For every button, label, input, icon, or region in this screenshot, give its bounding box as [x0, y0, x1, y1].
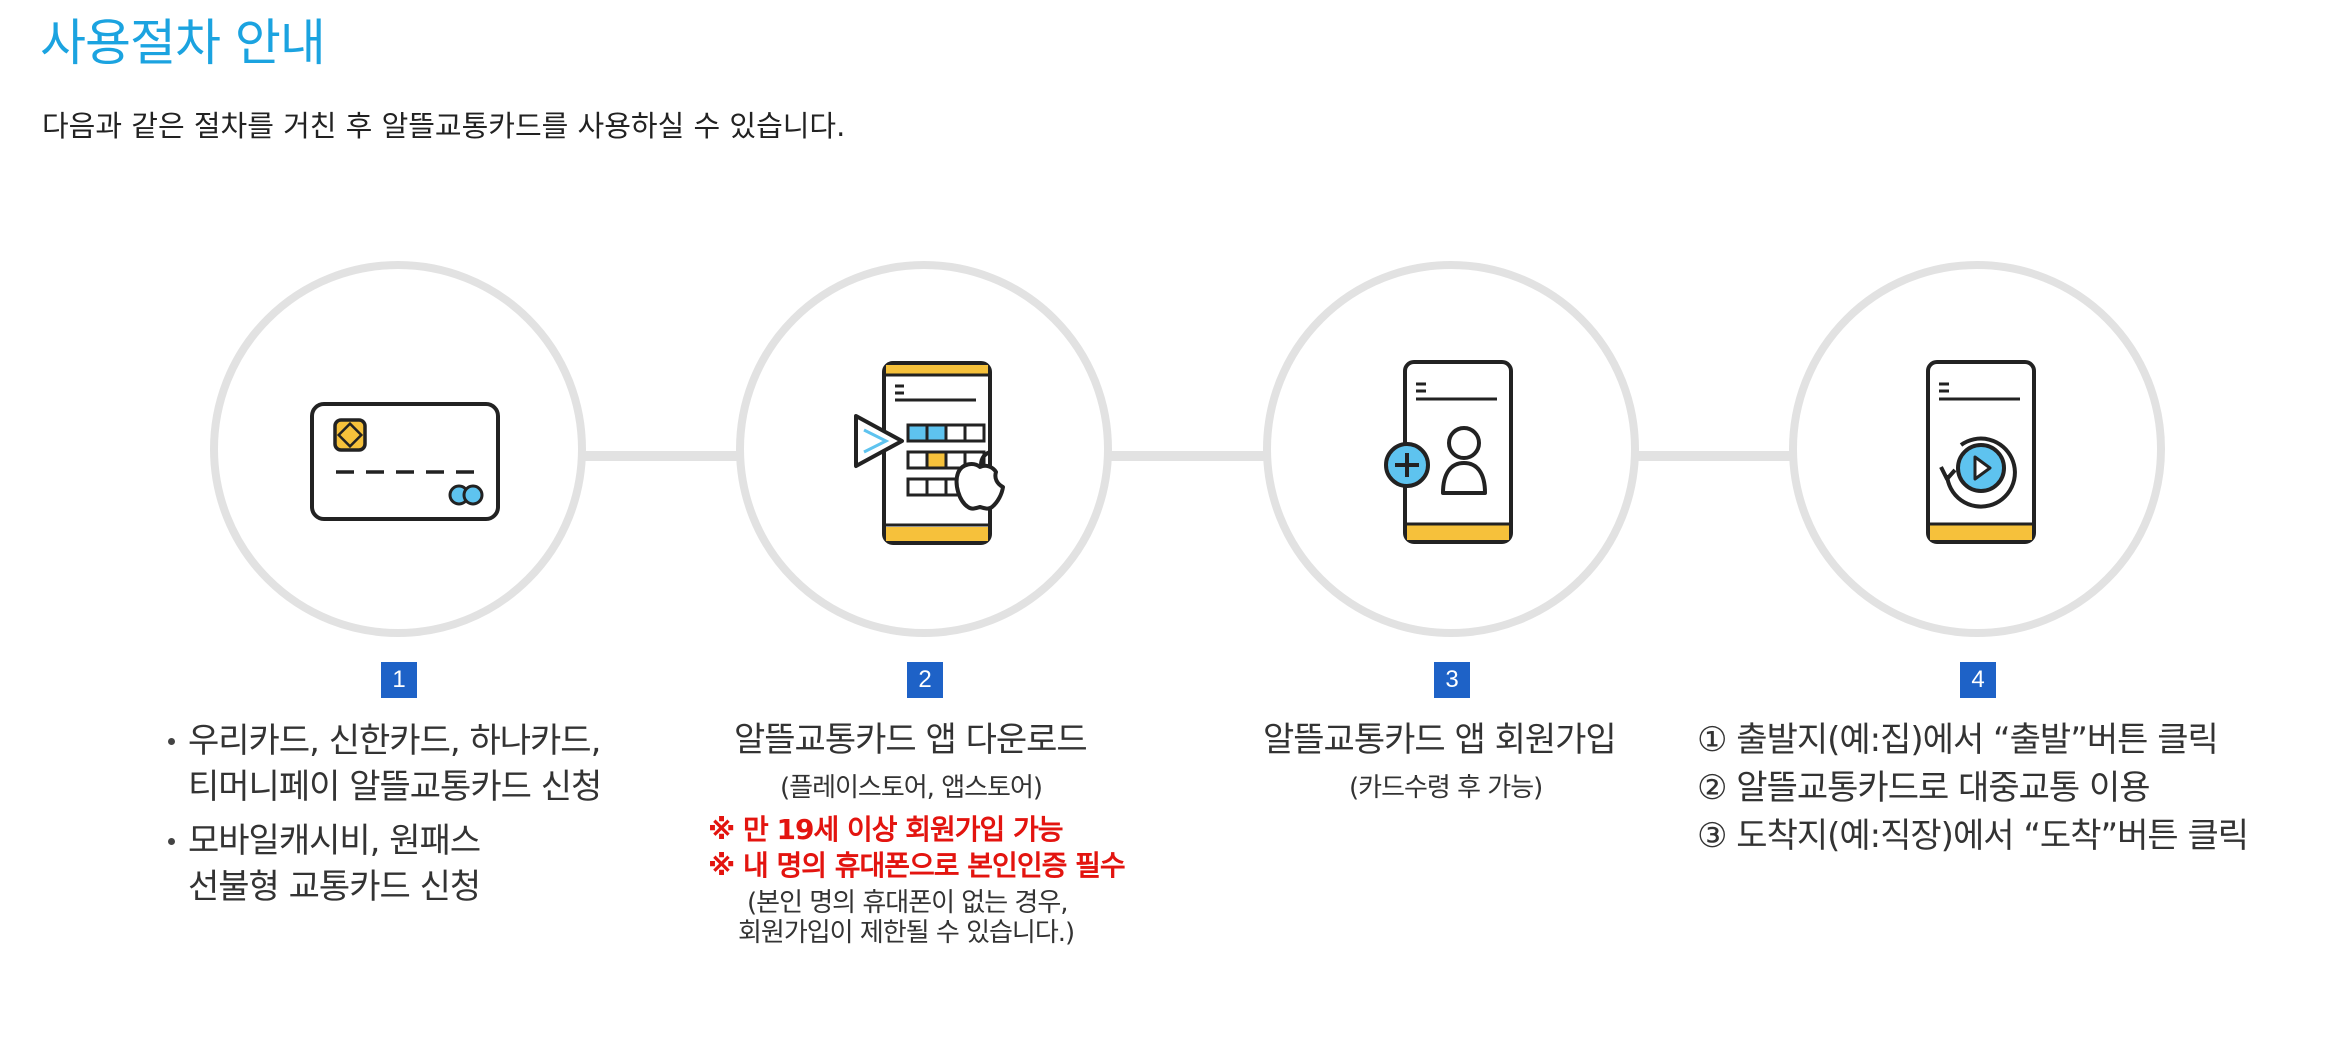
credit-card-icon — [310, 402, 500, 521]
bullet-dot — [168, 738, 175, 745]
step-4-line-3: ③ 도착지(예:직장)에서 “도착”버튼 클릭 — [1697, 816, 2249, 856]
step-2-title: 알뜰교통카드 앱 다운로드 — [734, 720, 1088, 760]
page-description: 다음과 같은 절차를 거친 후 알뜰교통카드를 사용하실 수 있습니다. — [42, 109, 846, 143]
step-3-subtitle: (카드수령 후 가능) — [1349, 773, 1543, 803]
step-connector — [1633, 451, 1797, 461]
step-1-bullet-1-line-2: 티머니페이 알뜰교통카드 신청 — [188, 767, 602, 807]
step-4-line-1: ① 출발지(예:집)에서 “출발”버튼 클릭 — [1697, 720, 2219, 760]
step-2-number-badge: 2 — [907, 662, 943, 698]
step-4-number-badge: 4 — [1960, 662, 1996, 698]
step-4-line-2: ② 알뜰교통카드로 대중교통 이용 — [1697, 768, 2151, 808]
step-connector — [580, 451, 744, 461]
bullet-dot — [168, 838, 175, 845]
step-1-circle — [210, 261, 586, 637]
step-3-number-badge: 3 — [1434, 662, 1470, 698]
step-1-number-badge: 1 — [381, 662, 417, 698]
step-1-bullet-1-line-1: 우리카드, 신한카드, 하나카드, — [188, 721, 601, 761]
step-2-notice-identity: ※ 내 명의 휴대폰으로 본인인증 필수 — [708, 849, 1126, 882]
step-1-bullet-2-line-1: 모바일캐시비, 원패스 — [188, 821, 481, 861]
step-connector — [1107, 451, 1271, 461]
app-download-icon — [854, 361, 1005, 545]
step-1-bullet-2-line-2: 선불형 교통카드 신청 — [188, 867, 481, 907]
step-2-subtitle: (플레이스토어, 앱스토어) — [780, 773, 1043, 803]
start-arrive-button-icon — [1926, 360, 2036, 544]
step-4-circle — [1789, 261, 2165, 637]
step-3-title: 알뜰교통카드 앱 회원가입 — [1263, 720, 1617, 760]
step-2-note-line-2: 회원가입이 제한될 수 있습니다.) — [738, 918, 1075, 948]
step-2-note-line-1: (본인 명의 휴대폰이 없는 경우, — [747, 888, 1069, 918]
step-2-notice-age: ※ 만 19세 이상 회원가입 가능 — [708, 813, 1064, 846]
step-2-circle — [736, 261, 1112, 637]
step-3-circle — [1263, 261, 1639, 637]
member-signup-icon — [1384, 360, 1513, 544]
page-title: 사용절차 안내 — [40, 14, 326, 72]
